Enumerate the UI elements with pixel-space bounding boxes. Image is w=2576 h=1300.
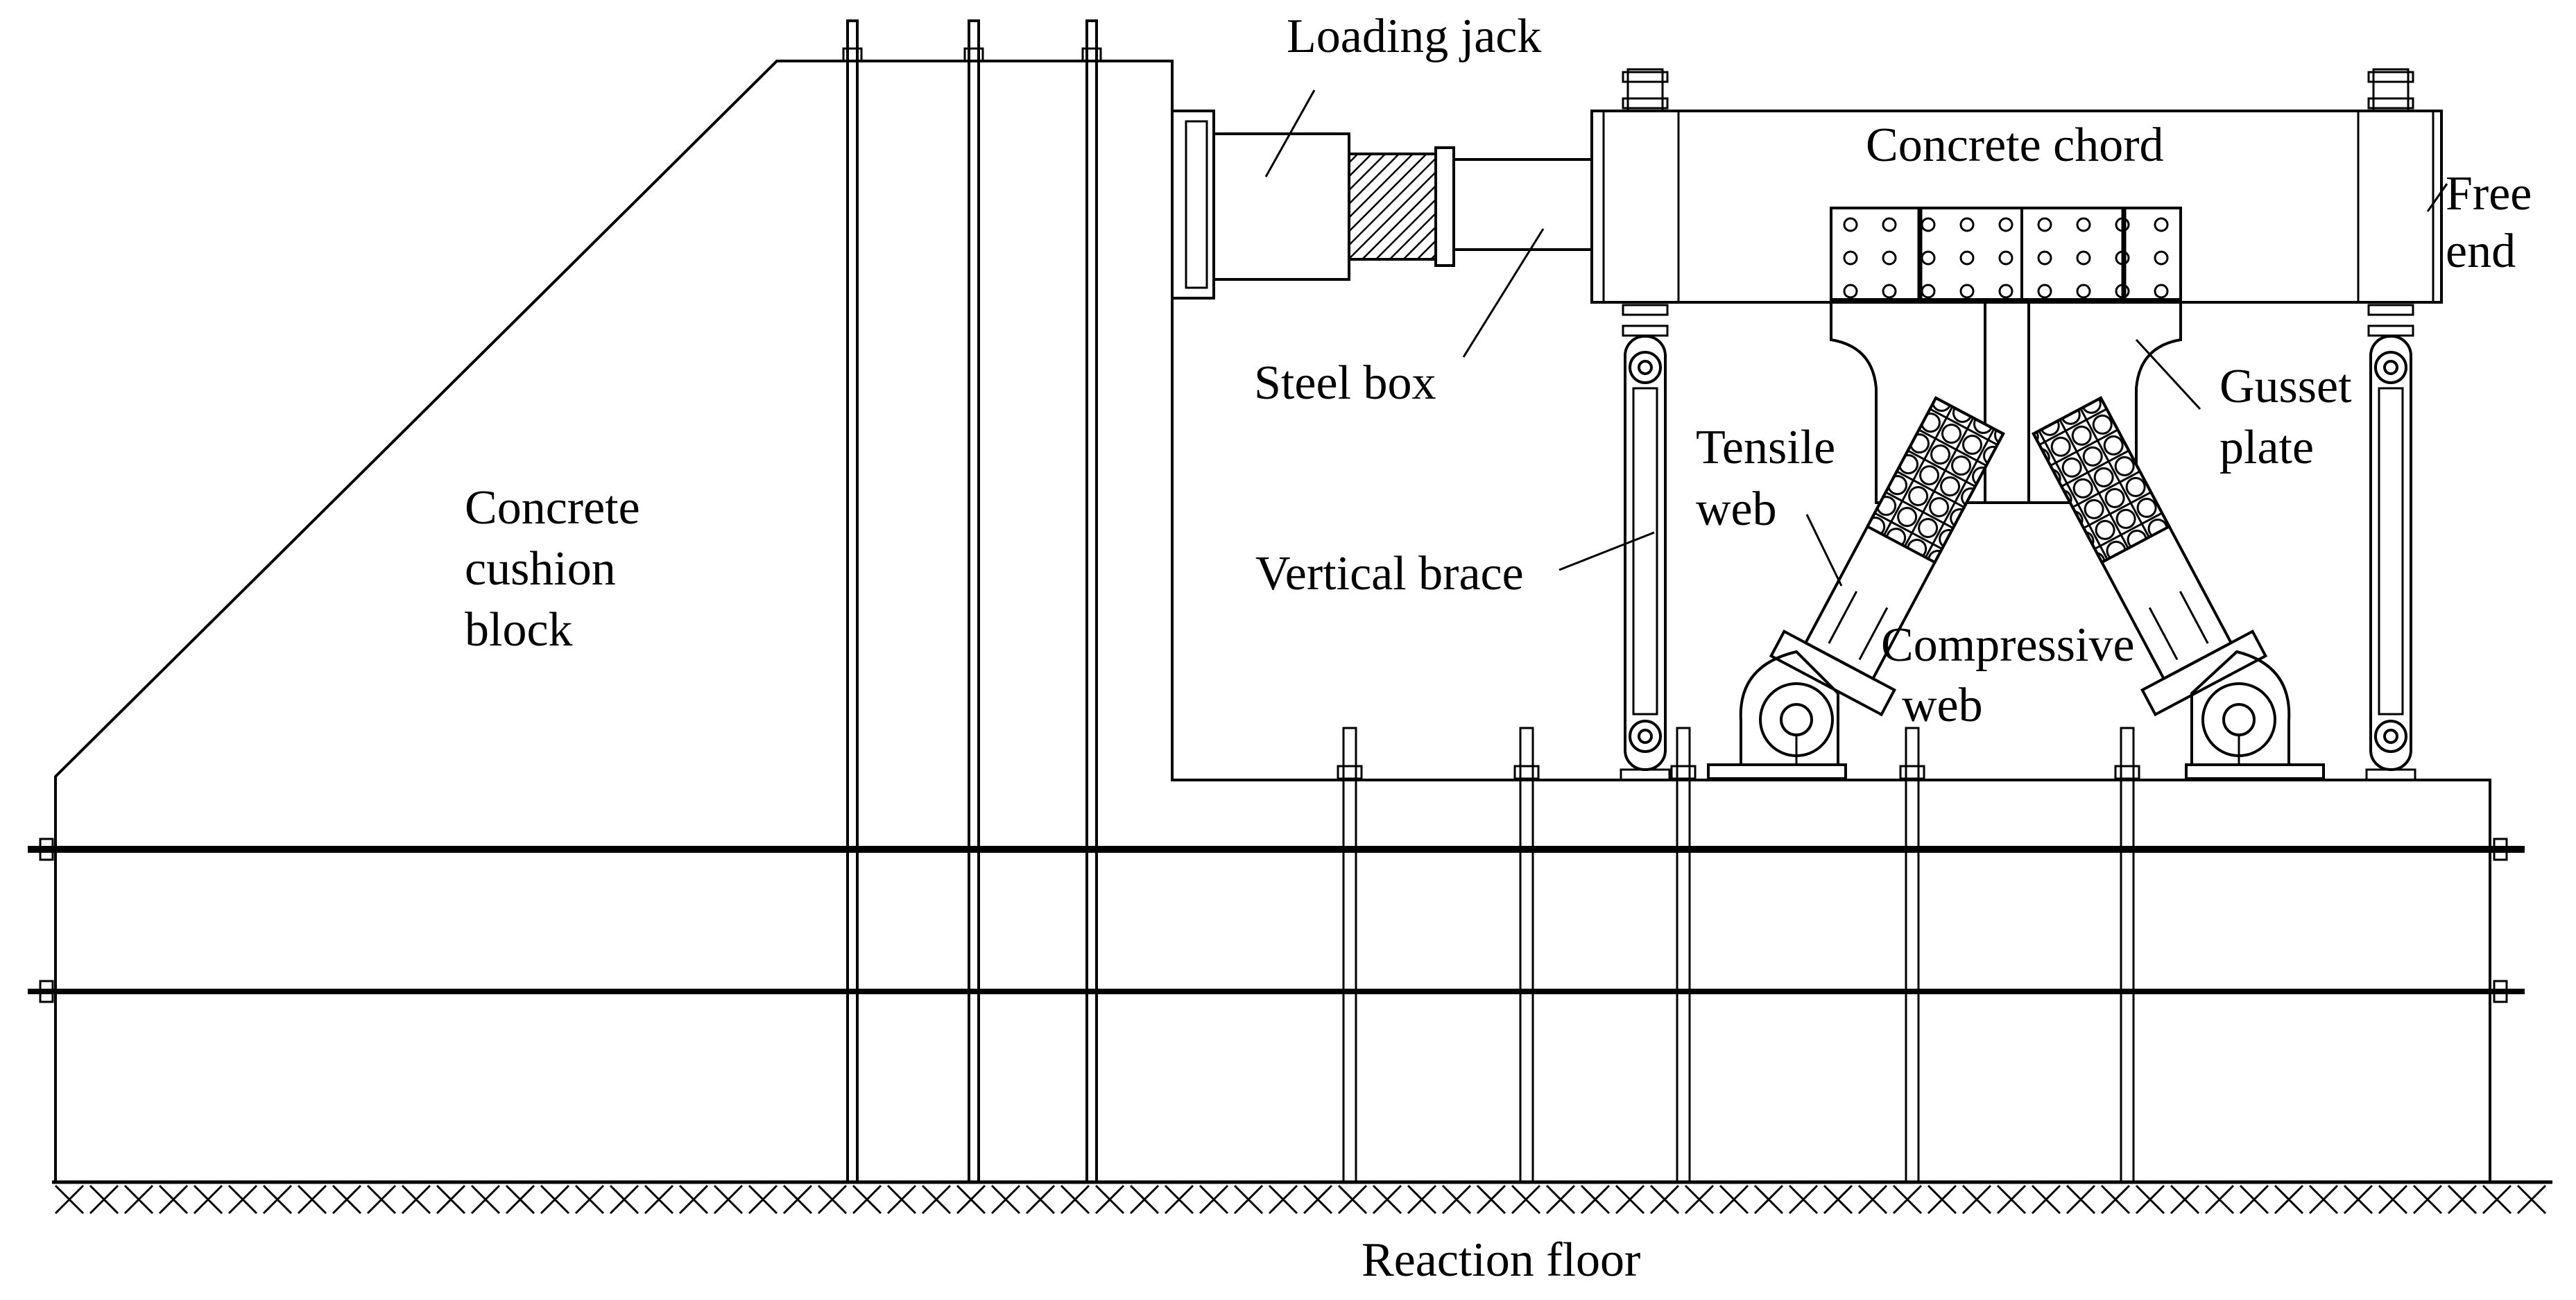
horizontal-rods [28,838,2525,1003]
gusset-bolt-plates [1830,207,2182,301]
label-free-end-2: end [2446,225,2516,278]
label-gusset-2: plate [2219,421,2314,474]
label-steel-box: Steel box [1254,356,1436,410]
vertical-anchor-rods [842,19,1102,1184]
left-vertical-brace [1620,335,1671,781]
label-concrete-chord: Concrete chord [1866,119,2164,172]
concrete-chord [1590,110,2443,304]
right-vertical-brace [2365,335,2416,781]
label-reaction-floor: Reaction floor [1362,1233,1640,1287]
chord-end-plates [1622,68,2414,337]
concrete-cushion-block [54,60,2491,1184]
label-loading-jack: Loading jack [1287,10,1541,63]
left-hinge-support [1707,650,1847,780]
labels: Loading jack Concrete chord Free end Ste… [465,10,2532,1287]
label-cushion-2: cushion [465,542,616,596]
label-tensile-1: Tensile [1696,421,1835,474]
label-gusset-1: Gusset [2219,360,2352,413]
tensile-web [1769,396,2005,717]
right-hinge-support [2185,650,2325,780]
label-compressive-1: Compressive [1881,618,2135,672]
leader-lines [1264,89,2448,587]
label-cushion-3: block [465,603,573,657]
compressive-web [2032,396,2268,717]
gusset-plate [1830,302,2182,504]
loading-jack [1171,110,1592,300]
label-free-end-1: Free [2446,167,2532,220]
label-cushion-1: Concrete [465,481,640,535]
reaction-floor [52,1180,2552,1215]
base-anchor-bolts [1337,727,2140,1184]
label-vertical-brace: Vertical brace [1255,547,1524,600]
label-tensile-2: web [1696,483,1777,536]
label-compressive-2: web [1902,679,1983,732]
